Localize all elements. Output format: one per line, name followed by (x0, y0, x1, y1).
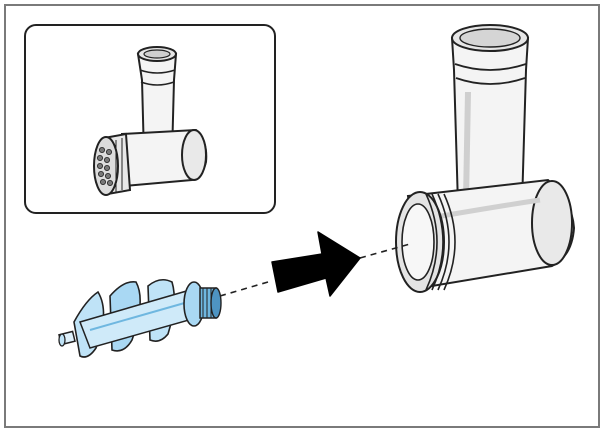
insertion-guide-line-right (359, 243, 411, 259)
assembled-attachment-inset (24, 24, 276, 214)
grinder-housing-icon (395, 24, 576, 293)
insertion-guide-line-left (219, 281, 269, 297)
assembled-attachment-icon (93, 46, 208, 196)
feed-screw-icon (58, 278, 222, 358)
insert-direction-arrow-icon (271, 231, 361, 297)
